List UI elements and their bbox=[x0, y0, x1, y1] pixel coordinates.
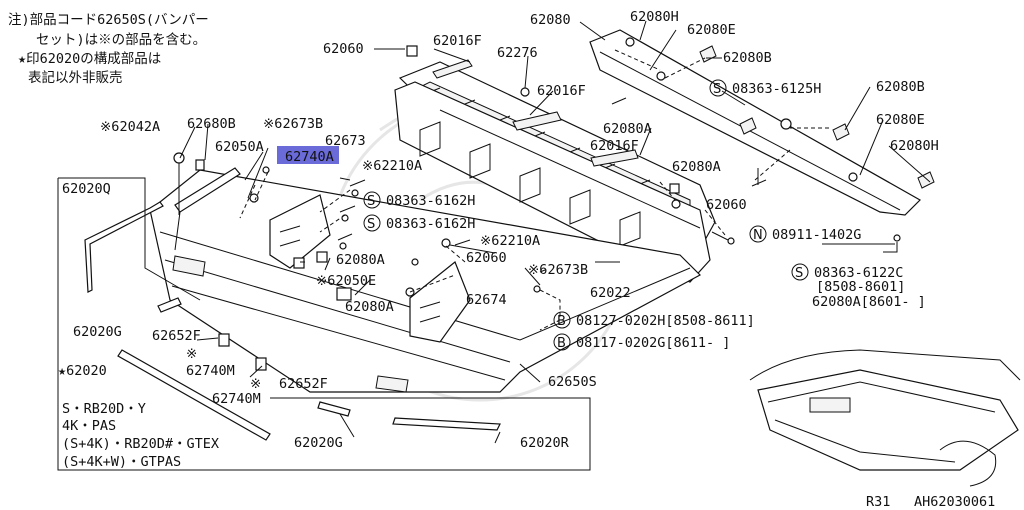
label-62652F-b: 62652F bbox=[279, 376, 328, 392]
label-62042A: ※62042A bbox=[100, 119, 160, 135]
label-08117-0202G: 08117-0202G[8611- ] bbox=[576, 335, 730, 351]
variant-line-1: S・RB20D・Y bbox=[62, 401, 146, 417]
b-mark-2 bbox=[553, 333, 571, 351]
label-62080H-b: 62080H bbox=[890, 138, 939, 154]
variant-list: S・RB20D・Y 4K・PAS (S+4K)・RB20D#・GTEX (S+4… bbox=[62, 401, 219, 470]
label-62080A-d: 62080A bbox=[345, 299, 394, 315]
note-line-2: セット)は※の部品を含む。 bbox=[36, 32, 206, 48]
label-62080: 62080 bbox=[530, 12, 571, 28]
label-62050E: ※62050E bbox=[316, 273, 376, 289]
label-62740M-b: 62740M bbox=[212, 391, 261, 407]
highlight-62740A bbox=[277, 146, 339, 164]
label-62016F-a: 62016F bbox=[433, 33, 482, 49]
footer: R31 AH62030061 bbox=[866, 494, 995, 510]
label-62080A-a: 62080A bbox=[603, 121, 652, 137]
assembly-lines bbox=[178, 49, 830, 331]
label-62674: 62674 bbox=[466, 292, 507, 308]
label-62210A-a: ※62210A bbox=[362, 158, 422, 174]
label-62673: 62673 bbox=[325, 133, 366, 149]
label-62080E-a: 62080E bbox=[687, 22, 736, 38]
b-mark-1-text: B bbox=[557, 314, 566, 329]
footer-model: R31 bbox=[866, 494, 890, 510]
variant-line-2: 4K・PAS bbox=[62, 418, 116, 434]
label-62080A-c: 62080A bbox=[336, 252, 385, 268]
note-line-4: 表記以外非販売 bbox=[28, 69, 123, 86]
label-62080H-a: 62080H bbox=[630, 9, 679, 25]
variant-line-4: (S+4K+W)・GTPAS bbox=[62, 454, 181, 470]
label-62080E-b: 62080E bbox=[876, 112, 925, 128]
label-62673B-a: ※62673B bbox=[263, 116, 323, 132]
note-line-3: ★印62020の構成部品は bbox=[18, 51, 161, 67]
s-mark-2 bbox=[363, 191, 381, 209]
label-62652F-a: 62652F bbox=[152, 328, 201, 344]
label-62080B-a: 62080B bbox=[723, 50, 772, 66]
label-62276: 62276 bbox=[497, 45, 538, 61]
label-62060-center: 62060 bbox=[466, 250, 507, 266]
upper-molding bbox=[589, 29, 935, 242]
label-62210A-b: ※62210A bbox=[480, 233, 540, 249]
label-62740M-a: 62740M bbox=[186, 363, 235, 379]
label-62016F-c: 62016F bbox=[590, 138, 639, 154]
label-62673B-b: ※62673B bbox=[528, 262, 588, 278]
label-62020: ★62020 bbox=[58, 363, 107, 379]
label-08911-1402G: 08911-1402G bbox=[772, 227, 861, 243]
label-62080A-b: 62080A bbox=[672, 159, 721, 175]
label-62080A-date: 62080A[8601- ] bbox=[812, 294, 926, 310]
label-08363-6125H: 08363-6125H bbox=[732, 81, 821, 97]
label-62050A: 62050A bbox=[215, 139, 264, 155]
star-mark-b: ※ bbox=[250, 376, 261, 392]
upper-reinforcement bbox=[394, 45, 716, 283]
n-mark-text: N bbox=[753, 228, 763, 243]
n-mark bbox=[749, 225, 767, 243]
s-mark-2-text: S bbox=[367, 194, 375, 209]
label-62060-top: 62060 bbox=[323, 41, 364, 57]
main-bumper bbox=[149, 152, 735, 393]
footer-code: AH62030061 bbox=[914, 494, 995, 510]
car-thumbnail bbox=[749, 349, 1021, 487]
note-block: 注)部品コード62650S(バンパー セット)は※の部品を含む。 ★印62020… bbox=[8, 12, 209, 86]
label-62740A: 62740A bbox=[285, 149, 334, 165]
b-mark-2-text: B bbox=[557, 336, 566, 351]
variant-line-3: (S+4K)・RB20D#・GTEX bbox=[62, 436, 219, 452]
label-62020R: 62020R bbox=[520, 435, 570, 451]
label-08363-6162H-a: 08363-6162H bbox=[386, 193, 475, 209]
label-08363-6162H-b: 08363-6162H bbox=[386, 216, 475, 232]
label-62016F-b: 62016F bbox=[537, 83, 586, 99]
variant-frame bbox=[57, 177, 895, 471]
label-62022: 62022 bbox=[590, 285, 631, 301]
leader-lines bbox=[179, 20, 931, 444]
label-62680B: 62680B bbox=[187, 116, 236, 132]
label-62020G-a: 62020G bbox=[73, 324, 122, 340]
b-mark-1 bbox=[553, 311, 571, 329]
label-08127-0202H: 08127-0202H[8508-8611] bbox=[576, 313, 755, 329]
part-labels: 62060 62016F 62276 62080 62080H 62080E 6… bbox=[58, 9, 939, 451]
label-62020G-b: 62020G bbox=[294, 435, 343, 451]
star-mark-a: ※ bbox=[186, 346, 197, 362]
s-mark-3 bbox=[363, 214, 381, 232]
label-62060-right: 62060 bbox=[706, 197, 747, 213]
s-mark-4-text: S bbox=[795, 266, 803, 281]
label-08363-6122C: 08363-6122C bbox=[814, 265, 903, 281]
label-62020Q: 62020Q bbox=[62, 181, 111, 197]
left-moldings bbox=[84, 201, 501, 441]
label-8508-8601: [8508-8601] bbox=[816, 279, 905, 295]
s-mark-1 bbox=[709, 79, 727, 97]
label-62080B-b: 62080B bbox=[876, 79, 925, 95]
label-62650S: 62650S bbox=[548, 374, 597, 390]
note-line-1: 注)部品コード62650S(バンパー bbox=[8, 12, 209, 28]
s-mark-4 bbox=[791, 263, 809, 281]
s-mark-1-text: S bbox=[713, 82, 721, 97]
s-mark-3-text: S bbox=[367, 217, 375, 232]
